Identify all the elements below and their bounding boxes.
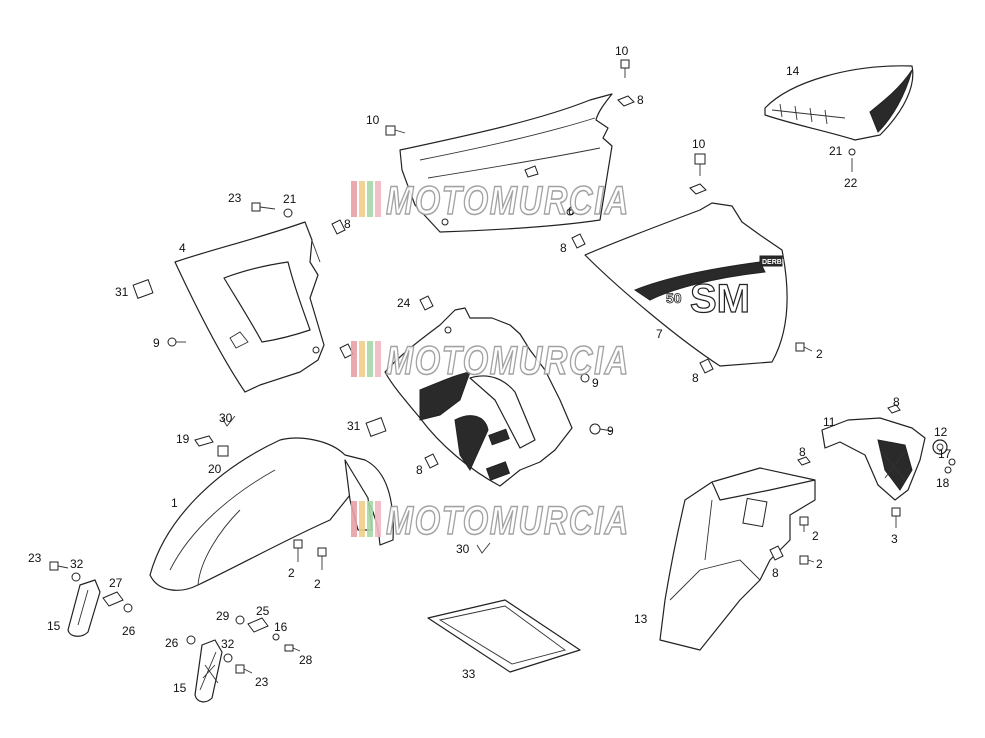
callout: 26 xyxy=(165,636,179,650)
callout: 2 xyxy=(816,347,823,361)
callout: 19 xyxy=(176,432,190,446)
callout: 20 xyxy=(208,462,222,476)
callout: 8 xyxy=(637,93,644,107)
callout: 8 xyxy=(799,445,806,459)
callout: 17 xyxy=(938,447,952,461)
watermark-stripe xyxy=(351,181,357,217)
decal-model-big: SM xyxy=(690,277,750,321)
callout: 31 xyxy=(347,419,361,433)
callout: 28 xyxy=(299,653,313,667)
callout: 23 xyxy=(228,191,242,205)
callout: 25 xyxy=(256,604,270,618)
part-7-side-panel-sm: SM 50 DERBI xyxy=(584,202,788,367)
watermark-stripe xyxy=(367,181,373,217)
callout: 3 xyxy=(891,532,898,546)
decal-model-num: 50 xyxy=(666,290,682,306)
watermark-stripe xyxy=(351,501,357,537)
callout: 10 xyxy=(692,137,706,151)
watermark-stripe xyxy=(359,341,365,377)
callout: 2 xyxy=(314,577,321,591)
callout-labels: 10 8 14 10 21 22 10 23 21 8 6 8 4 31 24 … xyxy=(28,44,952,695)
watermark-text: MOTOMURCIA xyxy=(386,179,630,223)
callout: 14 xyxy=(786,64,800,78)
part-11-rear-bracket xyxy=(821,417,926,501)
callout: 2 xyxy=(288,566,295,580)
callout: 1 xyxy=(171,496,178,510)
callout: 30 xyxy=(219,411,233,425)
part-15-handguard-left xyxy=(67,579,101,637)
hardware xyxy=(49,59,956,674)
callout: 8 xyxy=(344,217,351,231)
callout: 10 xyxy=(615,44,629,58)
callout: 9 xyxy=(153,336,160,350)
callout: 23 xyxy=(255,675,269,689)
callout: 11 xyxy=(823,415,836,429)
callout: 8 xyxy=(560,241,567,255)
watermark-bottom: MOTOMURCIA xyxy=(351,498,630,544)
watermark-stripe xyxy=(367,501,373,537)
callout: 16 xyxy=(274,620,288,634)
callout: 8 xyxy=(416,463,423,477)
watermark-stripe xyxy=(375,501,381,537)
part-15-handguard-right xyxy=(194,639,223,703)
callout: 30 xyxy=(456,542,470,556)
callout: 8 xyxy=(772,566,779,580)
callout: 15 xyxy=(173,681,187,695)
watermark-stripe xyxy=(359,501,365,537)
watermark-top: MOTOMURCIA xyxy=(351,178,630,224)
part-4-radiator-cover xyxy=(174,221,325,393)
part-13-rear-fender xyxy=(659,467,816,651)
watermark-middle: MOTOMURCIA xyxy=(351,338,630,384)
watermark-stripe xyxy=(375,181,381,217)
callout: 18 xyxy=(936,476,950,490)
callout: 24 xyxy=(397,296,411,310)
callout: 32 xyxy=(221,637,235,651)
part-33-decal-sheet xyxy=(427,599,581,673)
part-5-front-fairing xyxy=(384,307,573,487)
part-14-tail-cover xyxy=(764,65,914,141)
part-1-front-fender xyxy=(149,437,394,591)
callout: 8 xyxy=(692,371,699,385)
callout: 7 xyxy=(656,327,663,341)
callout: 10 xyxy=(366,113,380,127)
callout: 23 xyxy=(28,551,42,565)
watermark-stripe xyxy=(351,341,357,377)
callout: 22 xyxy=(844,176,858,190)
callout: 33 xyxy=(462,667,476,681)
watermark-text: MOTOMURCIA xyxy=(386,499,630,543)
watermark-stripe xyxy=(359,181,365,217)
callout: 12 xyxy=(934,425,948,439)
callout: 21 xyxy=(283,192,297,206)
part-12-reflector xyxy=(932,439,948,455)
callout: 9 xyxy=(592,376,599,390)
callout: 6 xyxy=(568,204,575,218)
watermark-stripe xyxy=(375,341,381,377)
callout: 13 xyxy=(634,612,648,626)
callout: 32 xyxy=(70,557,84,571)
callout: 15 xyxy=(47,619,61,633)
callout: 8 xyxy=(893,395,900,409)
callout: 2 xyxy=(812,529,819,543)
part-6-side-panel xyxy=(399,93,613,233)
watermark-stripe xyxy=(367,341,373,377)
decal-brand: DERBI xyxy=(762,259,784,266)
callout: 27 xyxy=(109,576,123,590)
watermark-text: MOTOMURCIA xyxy=(386,339,630,383)
callout: 9 xyxy=(607,424,614,438)
callout: 29 xyxy=(216,609,230,623)
callout: 31 xyxy=(115,285,129,299)
decal-brand-box xyxy=(759,255,783,267)
callout: 4 xyxy=(179,241,186,255)
callout: 2 xyxy=(816,557,823,571)
callout: 21 xyxy=(829,144,843,158)
callout: 26 xyxy=(122,624,136,638)
